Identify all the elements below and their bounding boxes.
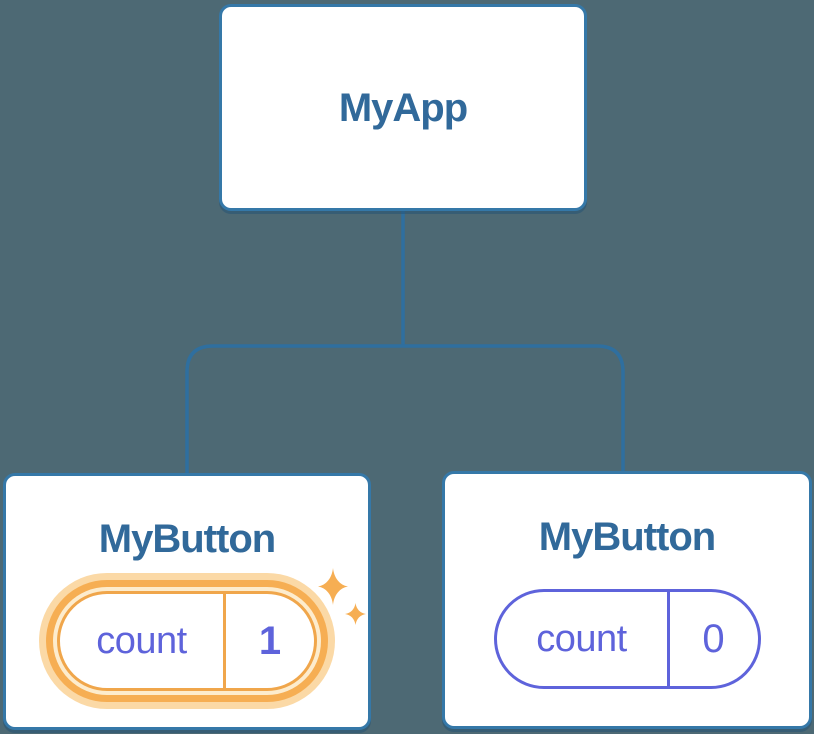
- app-node: MyApp: [219, 4, 587, 211]
- button-node-label: MyButton: [538, 515, 716, 559]
- button-node-unclicked: MyButton count 0: [442, 471, 812, 729]
- pill-divider: [666, 592, 670, 686]
- connector-bracket: [185, 344, 625, 474]
- button-node-clicked: MyButton count 1: [3, 473, 371, 730]
- sparkle-icon: [318, 568, 348, 605]
- state-value: 0: [702, 616, 725, 661]
- state-pill-highlighted: count 1: [57, 591, 317, 691]
- app-node-label: MyApp: [338, 85, 468, 130]
- state-value: 1: [258, 618, 282, 663]
- state-name-label: count: [536, 617, 627, 660]
- pill-divider: [223, 594, 226, 688]
- state-pill: count 0: [493, 589, 761, 689]
- sparkle-icon: [345, 603, 366, 625]
- state-name-label: count: [96, 619, 187, 662]
- button-node-label: MyButton: [98, 517, 276, 561]
